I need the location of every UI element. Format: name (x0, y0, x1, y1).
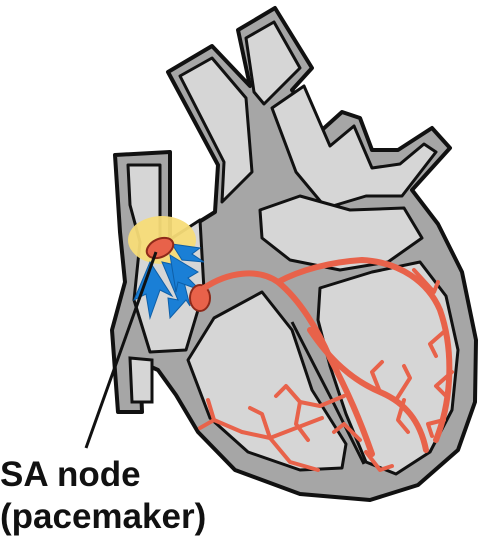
inferior-vena-cava (130, 358, 152, 402)
pacemaker-label: (pacemaker) (0, 497, 206, 537)
sa-node-label: SA node (0, 455, 141, 495)
